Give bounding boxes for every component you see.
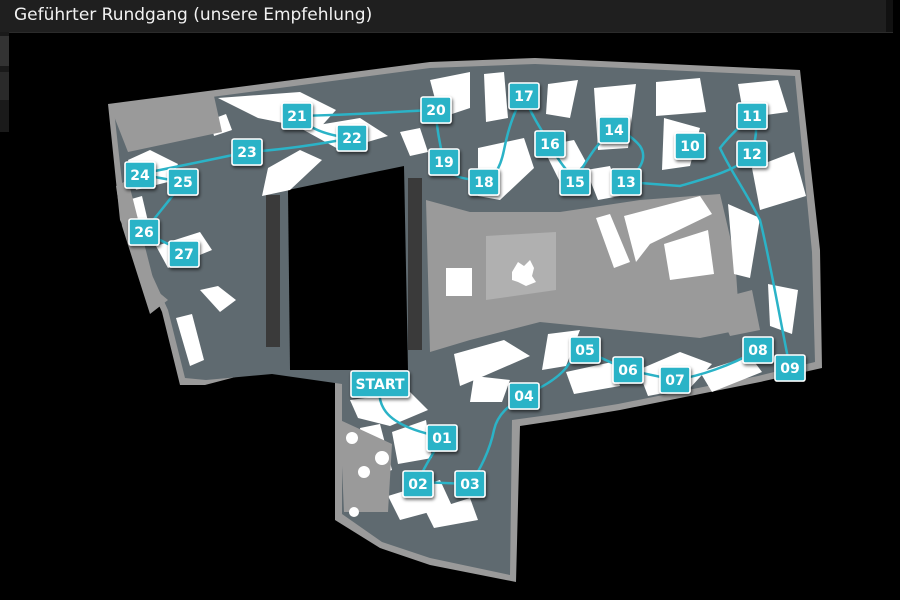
route-stop-17[interactable]: 17 xyxy=(508,82,540,110)
route-stop-label: 23 xyxy=(237,145,256,161)
route-stop-label: 01 xyxy=(432,431,451,447)
route-stop-box[interactable] xyxy=(736,102,768,130)
route-stop-23[interactable]: 23 xyxy=(231,138,263,166)
route-stop-10[interactable]: 10 xyxy=(674,132,706,160)
route-stop-label: 11 xyxy=(742,109,761,125)
route-stop-label: 19 xyxy=(434,155,453,171)
route-stop-label: 15 xyxy=(565,175,584,191)
route-stop-08[interactable]: 08 xyxy=(742,336,774,364)
route-stop-16[interactable]: 16 xyxy=(534,130,566,158)
route-stop-box[interactable] xyxy=(559,168,591,196)
route-stop-15[interactable]: 15 xyxy=(559,168,591,196)
route-stop-box[interactable] xyxy=(336,124,368,152)
statue-shape xyxy=(512,260,536,286)
route-stop-box[interactable] xyxy=(281,102,313,130)
route-stop-box[interactable] xyxy=(167,168,199,196)
page-title: Geführter Rundgang (unsere Empfehlung) xyxy=(14,5,373,25)
route-stop-box[interactable] xyxy=(402,470,434,498)
route-stop-25[interactable]: 25 xyxy=(167,168,199,196)
route-stop-box[interactable] xyxy=(736,140,768,168)
route-stop-box[interactable] xyxy=(420,96,452,124)
route-stop-19[interactable]: 19 xyxy=(428,148,460,176)
route-stop-05[interactable]: 05 xyxy=(569,336,601,364)
route-stop-box[interactable] xyxy=(612,356,644,384)
route-stop-box[interactable] xyxy=(569,336,601,364)
route-stop-04[interactable]: 04 xyxy=(508,382,540,410)
route-stop-14[interactable]: 14 xyxy=(598,116,630,144)
route-stop-box[interactable] xyxy=(426,424,458,452)
route-stop-03[interactable]: 03 xyxy=(454,470,486,498)
route-stop-box[interactable] xyxy=(674,132,706,160)
stairs-left xyxy=(266,195,280,347)
title-bar-edge xyxy=(886,0,893,32)
route-stop-label: 12 xyxy=(742,147,761,163)
route-stop-box[interactable] xyxy=(610,168,642,196)
route-stop-box[interactable] xyxy=(508,82,540,110)
route-stop-label: 17 xyxy=(514,89,533,105)
route-stop-label: START xyxy=(355,377,405,393)
route-stop-box[interactable] xyxy=(231,138,263,166)
left-edge-strip xyxy=(0,32,9,132)
route-stop-box[interactable] xyxy=(124,161,156,189)
route-stop-label: 06 xyxy=(618,363,637,379)
route-stop-box[interactable] xyxy=(774,354,806,382)
route-stop-box[interactable] xyxy=(468,168,500,196)
route-stop-label: 05 xyxy=(575,343,594,359)
route-stop-label: 27 xyxy=(174,247,193,263)
route-stop-13[interactable]: 13 xyxy=(610,168,642,196)
route-stop-label: 04 xyxy=(514,389,534,405)
left-edge-block xyxy=(0,36,9,66)
recessed-areas xyxy=(110,96,760,512)
route-stop-01[interactable]: 01 xyxy=(426,424,458,452)
route-stop-label: 10 xyxy=(680,139,700,155)
route-stop-label: 25 xyxy=(173,175,192,191)
route-stop-label: 21 xyxy=(287,109,306,125)
atrium-void xyxy=(288,166,408,370)
route-stop-09[interactable]: 09 xyxy=(774,354,806,382)
route-stop-box[interactable] xyxy=(128,218,160,246)
display-dots xyxy=(346,432,389,517)
route-stop-start[interactable]: START xyxy=(350,370,410,398)
route-stop-22[interactable]: 22 xyxy=(336,124,368,152)
route-stop-label: 14 xyxy=(604,123,624,139)
route-stop-box[interactable] xyxy=(659,366,691,394)
route-stop-label: 07 xyxy=(665,373,684,389)
route-stop-label: 20 xyxy=(426,103,446,119)
stairs-right xyxy=(408,178,422,350)
pillar-block xyxy=(446,268,472,296)
route-stop-label: 03 xyxy=(460,477,479,493)
route-stop-12[interactable]: 12 xyxy=(736,140,768,168)
route-stop-21[interactable]: 21 xyxy=(281,102,313,130)
route-stop-box[interactable] xyxy=(598,116,630,144)
route-stop-label: 09 xyxy=(780,361,799,377)
route-stop-11[interactable]: 11 xyxy=(736,102,768,130)
route-stop-label: 22 xyxy=(342,131,361,147)
route-stop-06[interactable]: 06 xyxy=(612,356,644,384)
route-stop-18[interactable]: 18 xyxy=(468,168,500,196)
route-stop-box[interactable] xyxy=(742,336,774,364)
route-stop-box[interactable] xyxy=(508,382,540,410)
route-stop-box[interactable] xyxy=(428,148,460,176)
route-stop-07[interactable]: 07 xyxy=(659,366,691,394)
route-stop-label: 18 xyxy=(474,175,493,191)
title-bar: Geführter Rundgang (unsere Empfehlung) xyxy=(0,0,893,33)
route-stop-label: 13 xyxy=(616,175,635,191)
route-stop-box[interactable] xyxy=(350,370,410,398)
route-stop-box[interactable] xyxy=(534,130,566,158)
route-stop-label: 26 xyxy=(134,225,153,241)
route-stop-box[interactable] xyxy=(168,240,200,268)
route-stop-label: 08 xyxy=(748,343,767,359)
route-stop-box[interactable] xyxy=(454,470,486,498)
route-stop-26[interactable]: 26 xyxy=(128,218,160,246)
route-stop-20[interactable]: 20 xyxy=(420,96,452,124)
route-stop-label: 24 xyxy=(130,168,150,184)
route-stop-02[interactable]: 02 xyxy=(402,470,434,498)
route-stops: START 01 02 03 04 05 06 07 08 09 10 11 12 13 14 15 16 17 1… xyxy=(124,82,806,498)
route-stop-27[interactable]: 27 xyxy=(168,240,200,268)
route-stop-label: 16 xyxy=(540,137,559,153)
left-edge-block xyxy=(0,72,9,100)
route-stop-24[interactable]: 24 xyxy=(124,161,156,189)
route-stop-label: 02 xyxy=(408,477,427,493)
